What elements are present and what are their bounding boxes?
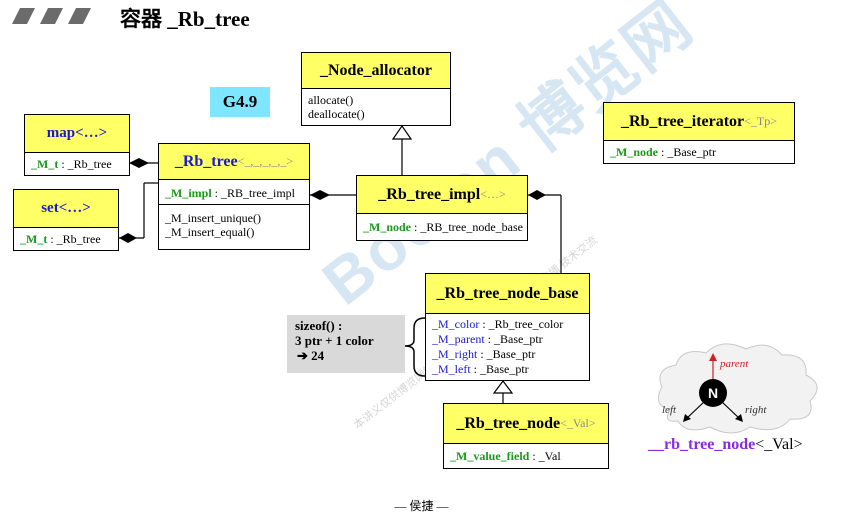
rb-tree-impl-header: _Rb_tree_impl <…>: [357, 176, 527, 214]
map-class: map<…> _M_t : _Rb_tree: [24, 114, 130, 176]
node-base-field-right: _M_right : _Base_ptr: [432, 347, 583, 362]
node-caption-main: __rb_tree_node: [648, 436, 756, 453]
rb-tree-field-name: _M_impl: [165, 186, 212, 200]
node-cloud: [657, 343, 818, 434]
rb-tree-iterator-field-type: : _Base_ptr: [661, 145, 716, 159]
node-circle: [699, 379, 727, 407]
rb-tree-title: _Rb_tree: [174, 152, 238, 170]
rb-tree-node-field-name: _M_value_field: [450, 449, 530, 463]
rb-tree-iterator-header: _Rb_tree_iterator <_Tp>: [604, 103, 794, 141]
rb-tree-node-field-type: : _Val: [532, 449, 561, 463]
method-insert-equal: _M_insert_equal(): [165, 225, 255, 239]
node-base-title: _Rb_tree_node_base: [426, 274, 589, 314]
node-left-label: left: [662, 404, 677, 416]
node-base-field-parent-name: _M_parent: [432, 332, 485, 346]
rb-tree-header: _Rb_tree <_,_,_,_,_>: [159, 144, 309, 180]
rb-tree-iterator-class: _Rb_tree_iterator <_Tp> _M_node : _Base_…: [603, 102, 795, 164]
node-base-field-right-type: : _Base_ptr: [480, 347, 536, 361]
map-field-type: : _Rb_tree: [61, 157, 112, 171]
rb-tree-class: _Rb_tree <_,_,_,_,_> _M_impl : _RB_tree_…: [158, 143, 310, 250]
rb-tree-iterator-field-name: _M_node: [610, 145, 658, 159]
node-base-field-color-type: : _Rb_tree_color: [482, 317, 564, 331]
rb-tree-iterator-tparams: <_Tp>: [744, 114, 778, 128]
set-title: set<…>: [14, 190, 118, 228]
node-base-field-left-name: _M_left: [432, 362, 471, 376]
set-class: set<…> _M_t : _Rb_tree: [13, 189, 119, 251]
map-title: map<…>: [25, 115, 129, 153]
allocator-inherit-arrow: [391, 124, 413, 140]
method-insert-unique: _M_insert_unique(): [165, 211, 261, 225]
rb-tree-impl-title: _Rb_tree_impl: [378, 185, 481, 203]
title-stripes-icon: [4, 6, 104, 26]
node-base-field-color: _M_color : _Rb_tree_color: [432, 317, 583, 332]
set-diamond: [119, 233, 137, 243]
rb-tree-tparams: <_,_,_,_,_>: [237, 154, 294, 168]
node-base-field-left: _M_left : _Base_ptr: [432, 362, 583, 377]
node-allocator-class: _Node_allocator allocate() deallocate(): [301, 52, 451, 126]
node-caption: __rb_tree_node<_Val>: [648, 436, 803, 454]
page-footer: — 侯捷 —: [394, 499, 449, 513]
map-diamond: [129, 158, 149, 168]
method-allocate: allocate(): [308, 93, 354, 107]
rb-tree-node-header: _Rb_tree_node <_Val>: [444, 404, 608, 444]
rb-tree-node-class: _Rb_tree_node <_Val> _M_value_field : _V…: [443, 403, 609, 469]
rb-tree-node-base-class: _Rb_tree_node_base _M_color : _Rb_tree_c…: [425, 273, 590, 381]
sizeof-brace: [404, 317, 426, 377]
rb-tree-node-title: _Rb_tree_node: [456, 414, 561, 432]
set-field-name: _M_t: [20, 232, 48, 246]
rbtree-diamond: [310, 190, 330, 200]
set-field-type: : _Rb_tree: [50, 232, 101, 246]
node-figure: N parent left right: [657, 343, 818, 434]
nodebase-inherit-arrow: [492, 380, 514, 394]
node-center-label: N: [708, 385, 718, 401]
node-right-label: right: [745, 404, 767, 416]
impl-diamond: [528, 190, 546, 200]
sizeof-line2: 3 ptr + 1 color: [295, 333, 374, 348]
node-base-field-right-name: _M_right: [432, 347, 478, 361]
node-base-field-parent: _M_parent : _Base_ptr: [432, 332, 583, 347]
rb-tree-impl-tparams: <…>: [480, 187, 506, 201]
rb-tree-field-type: : _RB_tree_impl: [214, 186, 295, 200]
node-base-field-parent-type: : _Base_ptr: [487, 332, 543, 346]
sizeof-line3: ➔ 24: [297, 348, 325, 363]
rb-tree-impl-field-type: : _RB_tree_node_base: [414, 220, 523, 234]
map-field-name: _M_t: [31, 157, 59, 171]
rb-tree-iterator-title: _Rb_tree_iterator: [620, 112, 745, 130]
node-caption-tparam: <_Val>: [755, 436, 803, 453]
node-base-field-left-type: : _Base_ptr: [473, 362, 529, 376]
rb-tree-impl-class: _Rb_tree_impl <…> _M_node : _RB_tree_nod…: [356, 175, 528, 241]
sizeof-line1: sizeof() :: [295, 318, 343, 333]
page-title: 容器 _Rb_tree: [120, 7, 250, 31]
rb-tree-impl-field-name: _M_node: [363, 220, 411, 234]
method-deallocate: deallocate(): [308, 107, 365, 121]
node-base-field-color-name: _M_color: [432, 317, 480, 331]
sizeof-note: sizeof() : 3 ptr + 1 color ➔ 24: [287, 315, 405, 373]
rb-tree-node-tparams: <_Val>: [560, 416, 596, 430]
version-badge: G4.9: [210, 87, 270, 117]
node-parent-label: parent: [719, 358, 749, 370]
node-allocator-title: _Node_allocator: [302, 53, 450, 89]
